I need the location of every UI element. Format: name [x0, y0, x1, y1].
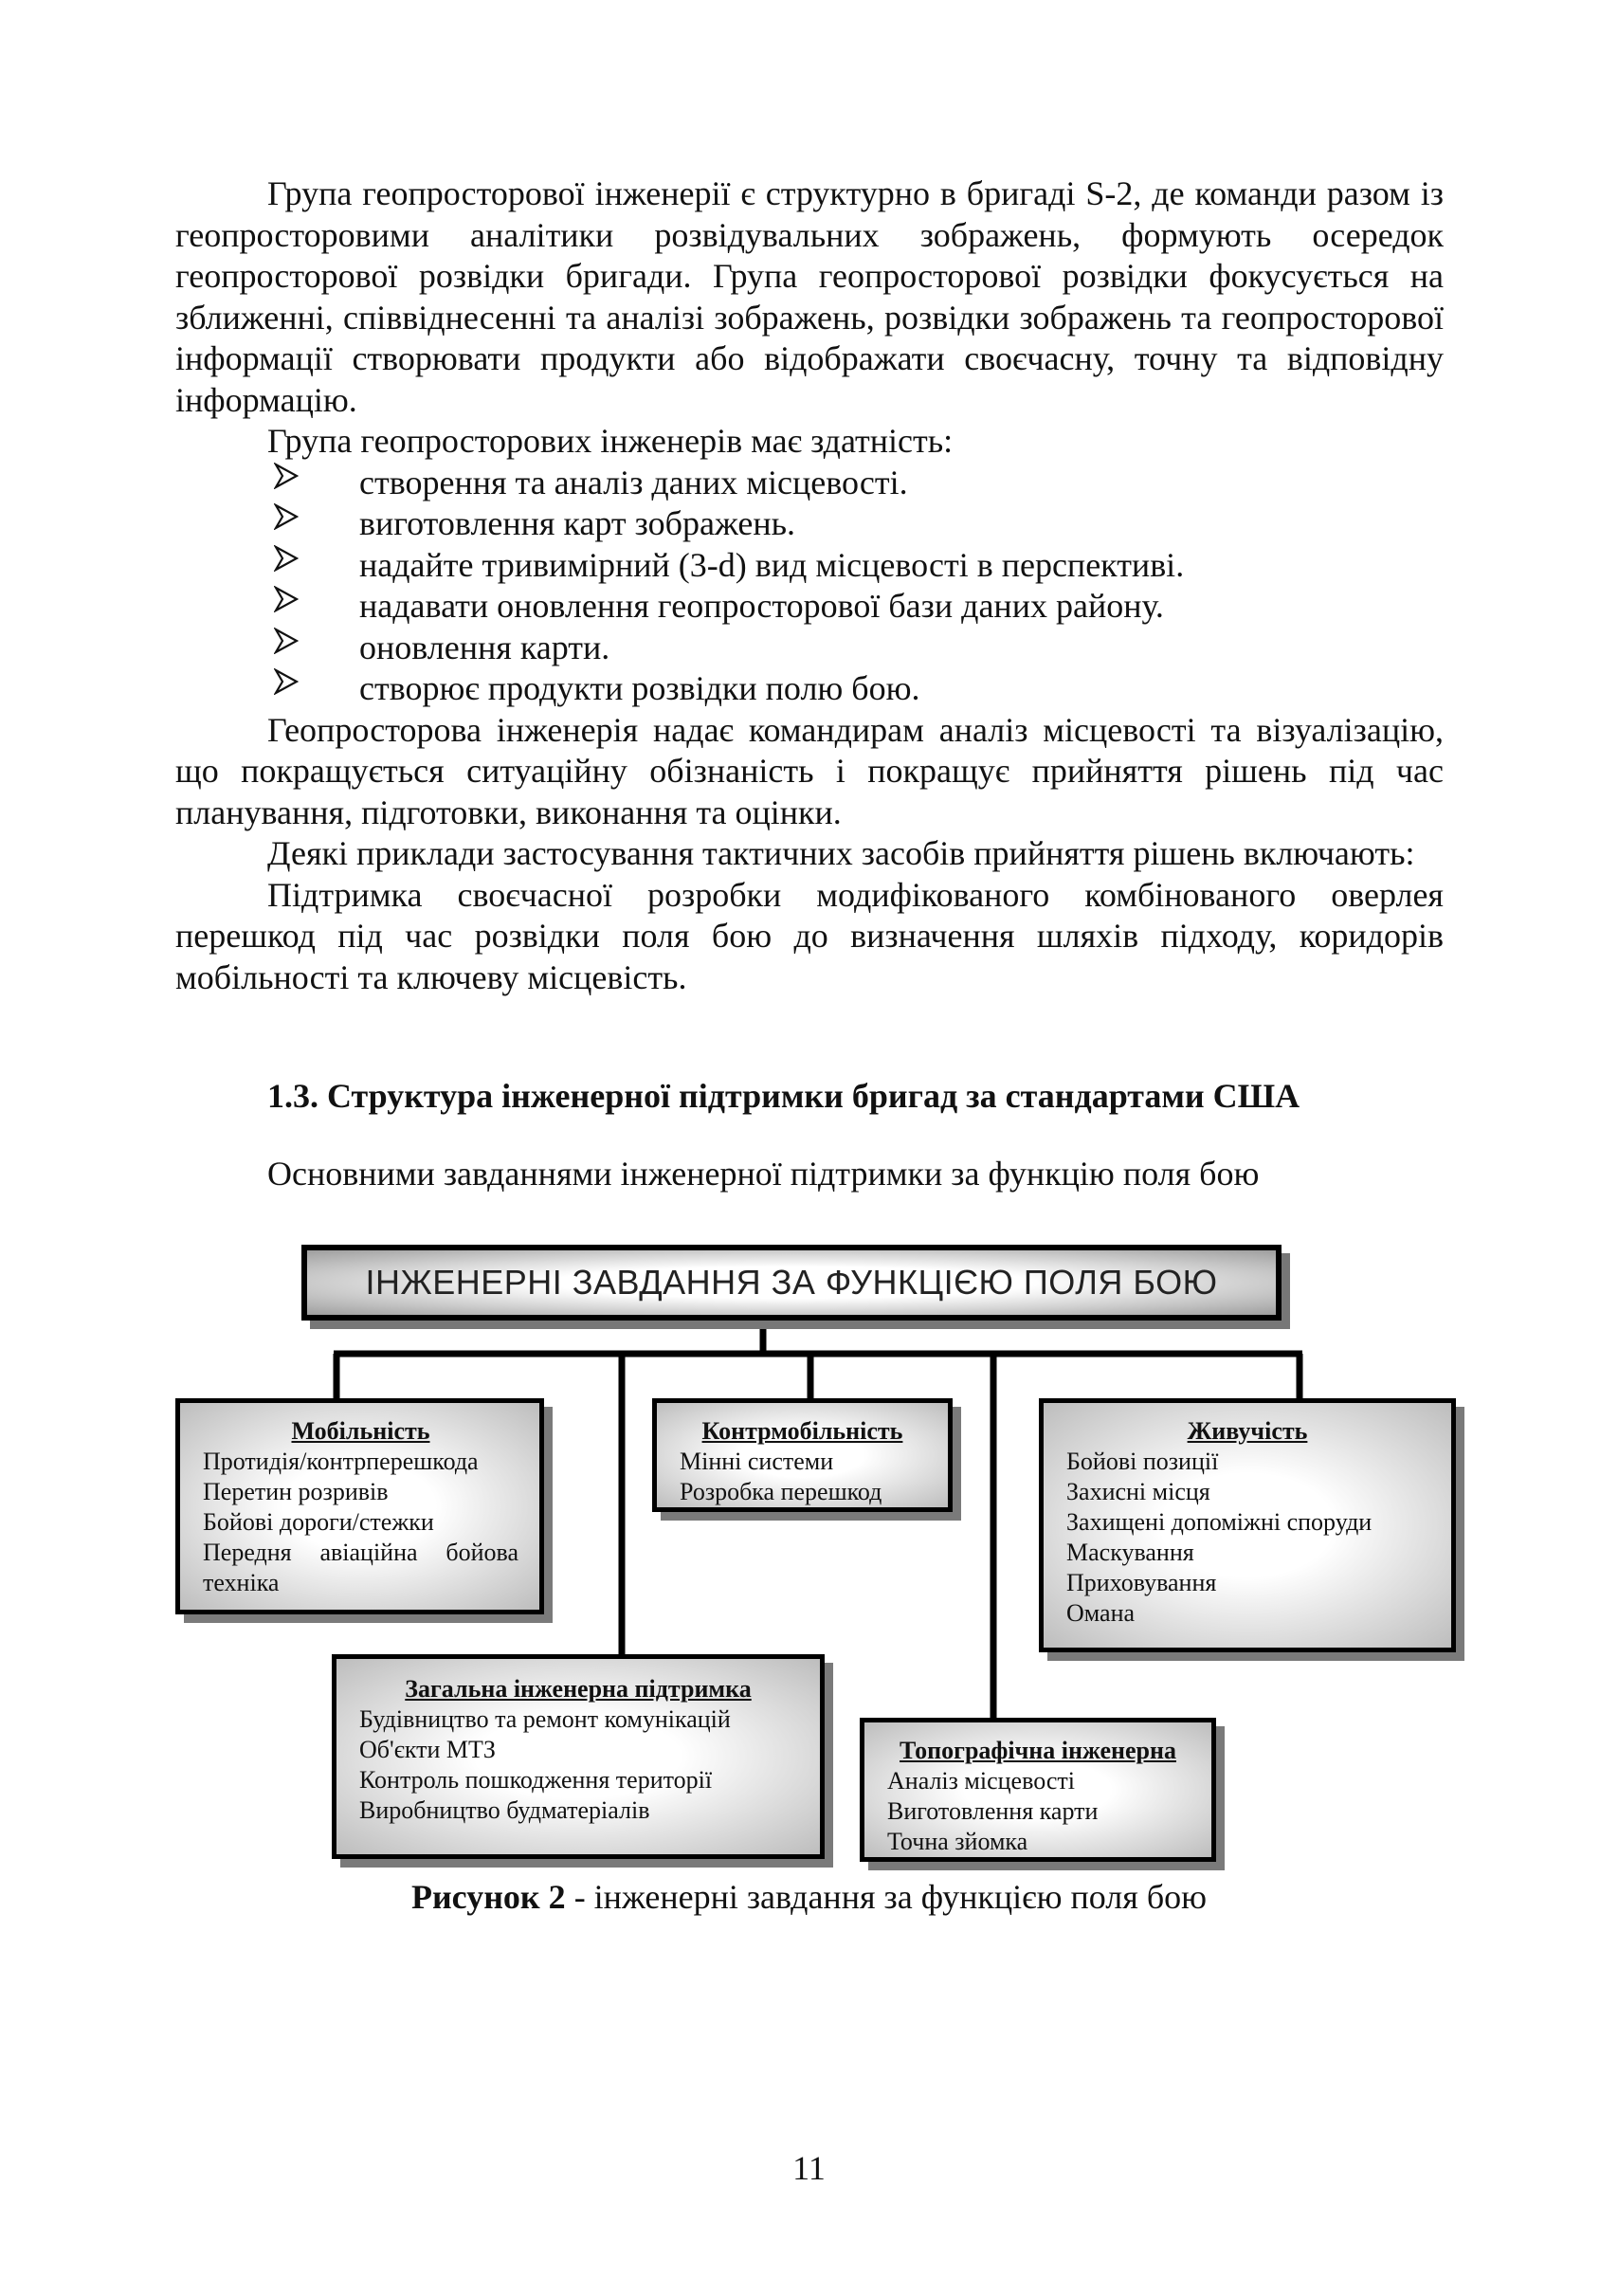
diagram-root-box: ІНЖЕНЕРНІ ЗАВДАННЯ ЗА ФУНКЦІЄЮ ПОЛЯ БОЮ [301, 1245, 1282, 1321]
general-support-item: Виробництво будматеріалів [359, 1796, 650, 1824]
list-item: надавати оновлення геопросторової бази д… [175, 586, 1444, 628]
paragraph-geo-engineering: Геопросторова інженерія надає командирам… [175, 710, 1444, 831]
paragraph-geo-group: Група геопросторової інженерії є структу… [175, 174, 1444, 419]
survivability-item: Маскування [1066, 1539, 1194, 1566]
survivability-item: Омана [1066, 1599, 1136, 1627]
mobility-item: Передня авіаційна бойова [203, 1539, 518, 1566]
list-item: виготовлення карт зображень. [175, 503, 1444, 545]
list-item: створення та аналіз даних місцевості. [175, 462, 1444, 504]
topographic-item: Виготовлення карти [887, 1797, 1099, 1825]
paragraph-capabilities-intro: Група геопросторових інженерів має здатн… [267, 422, 954, 460]
paragraph-examples: Деякі приклади застосування тактичних за… [267, 834, 1415, 872]
survivability-title: Живучість [1187, 1417, 1308, 1445]
intro-line: Основними завданнями інженерної підтримк… [267, 1155, 1260, 1193]
arrow-bullet-icon [274, 627, 299, 654]
list-item: оновлення карти. [175, 627, 1444, 669]
arrow-bullet-icon [274, 503, 299, 530]
countermobility-item: Мінні системи [680, 1448, 834, 1475]
arrow-bullet-icon [274, 586, 299, 612]
arrow-bullet-icon [274, 544, 299, 572]
capabilities-list: створення та аналіз даних місцевості. ви… [175, 462, 1444, 710]
list-item: надайте тривимірний (3-d) вид місцевості… [175, 544, 1444, 587]
survivability-item: Бойові позиції [1066, 1448, 1219, 1475]
mobility-item: техніка [203, 1569, 280, 1596]
general-support-title: Загальна інженерна підтримка [405, 1675, 752, 1703]
figure-caption-text: - інженерні завдання за функцією поля бо… [565, 1878, 1208, 1916]
countermobility-item: Розробка перешкод [680, 1478, 882, 1505]
arrow-bullet-icon [274, 462, 299, 489]
countermobility-title: Контрмобільність [701, 1417, 903, 1445]
list-item: створює продукти розвідки полю бою. [175, 668, 1444, 710]
paragraph-support: Підтримка своєчасної розробки модифікова… [175, 875, 1444, 996]
general-support-item: Контроль пошкодження території [359, 1766, 713, 1794]
section-heading: 1.3. Структура інженерної підтримки бриг… [267, 1077, 1300, 1115]
topographic-box: Топографічна інженерна Аналіз місцевості… [860, 1718, 1216, 1862]
body-text-top: Група геопросторової інженерії є структу… [175, 173, 1444, 998]
topographic-item: Аналіз місцевості [887, 1767, 1075, 1795]
mobility-title: Мобільність [291, 1417, 430, 1445]
mobility-item: Бойові дороги/стежки [203, 1508, 434, 1536]
mobility-item: Протидія/контрперешкода [203, 1448, 479, 1475]
countermobility-box: Контрмобільність Мінні системи Розробка … [652, 1398, 953, 1512]
mobility-item: Перетин розривів [203, 1478, 389, 1505]
mobility-box: Мобільність Протидія/контрперешкода Пере… [175, 1398, 544, 1614]
survivability-item: Захищені допоміжні споруди [1066, 1508, 1373, 1536]
general-support-item: Об'єкти МТЗ [359, 1736, 496, 1763]
page-number: 11 [792, 2149, 826, 2187]
figure-caption: Рисунок 2 - інженерні завдання за функці… [0, 1877, 1618, 1917]
survivability-item: Приховування [1066, 1569, 1217, 1596]
arrow-bullet-icon [274, 668, 299, 695]
figure-caption-label: Рисунок 2 [410, 1878, 566, 1916]
general-support-item: Будівництво та ремонт комунікацій [359, 1705, 731, 1733]
survivability-box: Живучість Бойові позиції Захисні місця З… [1039, 1398, 1456, 1652]
general-support-box: Загальна інженерна підтримка Будівництво… [332, 1654, 825, 1859]
topographic-item: Точна зйомка [887, 1828, 1028, 1855]
topographic-title: Топографічна інженерна [900, 1737, 1176, 1764]
survivability-item: Захисні місця [1066, 1478, 1210, 1505]
